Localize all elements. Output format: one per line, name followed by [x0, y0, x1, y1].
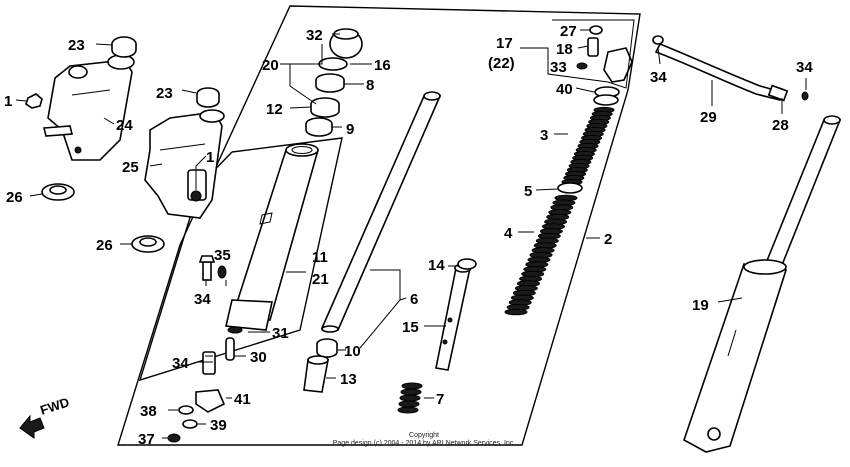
callout-8: 8: [366, 77, 374, 94]
seal-part-32: [227, 326, 243, 334]
fork-inner-tube-part-6: [320, 91, 442, 333]
nut-part-1-left: [25, 93, 43, 109]
callout-14: 14: [428, 257, 445, 274]
fork-cap-part-18: [576, 25, 633, 83]
callout-25: 25: [122, 159, 139, 176]
callout-13: 13: [340, 371, 357, 388]
nut-part-39: [182, 419, 198, 429]
forward-arrow-icon: [19, 414, 45, 439]
callout-34-right: 34: [796, 59, 813, 76]
callout-24: 24: [116, 117, 133, 134]
callout-18: 18: [556, 41, 573, 58]
callout-31: 35: [214, 247, 231, 264]
stud-part-41: [195, 389, 226, 413]
valve-part-30: [225, 337, 235, 361]
bearing-race-part-23-upper: [111, 36, 137, 58]
drain-bolt-part-36: [202, 351, 216, 375]
callout-37: 37: [138, 431, 155, 448]
callout-34-cap: 33: [550, 59, 567, 76]
callout-3: 3: [540, 127, 548, 144]
forward-direction-indicator: FWD: [19, 394, 71, 439]
callout-36: 34: [172, 355, 189, 372]
o-ring-part-40: [593, 86, 620, 106]
copyright-heading: Copyright: [409, 432, 439, 439]
callout-40: 40: [556, 81, 573, 98]
rebound-spring-part-7: [397, 382, 423, 414]
spring-seat-part-5: [557, 182, 583, 194]
bushing-part-10: [316, 338, 338, 358]
callout-28: 29: [700, 109, 717, 126]
callout-30: 30: [250, 349, 267, 366]
callout-17: 17: [496, 35, 513, 52]
callout-35: 34: [194, 291, 211, 308]
washer-part-38: [178, 405, 194, 415]
fork-top-bridge-part-24: [42, 54, 135, 161]
copyright-notice: Page design (c) 2004 - 2014 by ARI Netwo…: [333, 440, 516, 447]
callout-1-left: 1: [4, 93, 12, 110]
leader-lines: [15, 19, 807, 439]
callout-27: 27: [560, 23, 577, 40]
callout-11: 11: [312, 249, 328, 266]
callout-19: 20: [262, 57, 279, 74]
valve-part-34-right: [801, 91, 809, 101]
fork-bottom-bridge-part-25: [144, 109, 225, 219]
callout-12: 12: [266, 101, 283, 118]
fork-spring-part-4: [504, 194, 578, 316]
nut-part-37: [167, 433, 181, 443]
callout-21: 21: [312, 271, 329, 288]
callout-32: 31: [272, 325, 289, 342]
callout-1-right: 1: [206, 149, 214, 166]
spring-coil: [504, 308, 528, 316]
callout-20: 19: [692, 297, 709, 314]
callout-34-hose: 34: [650, 69, 667, 86]
callout-4: 4: [504, 225, 513, 242]
fork-outer-tube-part-11: [225, 143, 320, 331]
callout-39: 39: [210, 417, 227, 434]
callout-23-lower: 23: [156, 85, 173, 102]
fork-spring-part-3: [561, 106, 615, 186]
bearing-race-part-23-lower: [196, 87, 220, 108]
fork-leg-assembly-part-20: [683, 115, 842, 453]
assembly-frame: [117, 5, 641, 446]
callout-22: (22): [488, 55, 515, 72]
forward-label: FWD: [38, 394, 71, 417]
callout-2: 2: [604, 231, 612, 248]
dust-seal-part-26-lower: [131, 235, 165, 253]
fork-cap-stack: [305, 28, 363, 137]
callout-labels: 23 1 24 23 25 1 26 26 32 20 16 8 12 9 11…: [4, 23, 813, 448]
callout-29: 28: [772, 117, 789, 134]
callout-6: 6: [410, 291, 418, 308]
damper-piston-part-15: [435, 263, 472, 371]
bolt-part-35: [198, 255, 216, 281]
piston-ring-part-14: [457, 258, 477, 270]
callout-41: 41: [234, 391, 251, 408]
callout-5: 5: [524, 183, 532, 200]
callout-15: 15: [402, 319, 419, 336]
callout-38: 38: [140, 403, 157, 420]
oil-lock-piece-part-13: [303, 355, 329, 393]
air-hose-part-28: [652, 35, 789, 102]
callout-9: 9: [346, 121, 354, 138]
callout-10: 10: [344, 343, 361, 360]
callout-33: 32: [306, 27, 323, 44]
callout-16: 16: [374, 57, 391, 74]
callout-26-upper: 26: [6, 189, 23, 206]
washer-part-31: [217, 265, 227, 279]
callout-7: 7: [436, 391, 444, 408]
callout-23-upper: 23: [68, 37, 85, 54]
callout-26-lower: 26: [96, 237, 113, 254]
dust-seal-part-26-upper: [41, 183, 75, 201]
